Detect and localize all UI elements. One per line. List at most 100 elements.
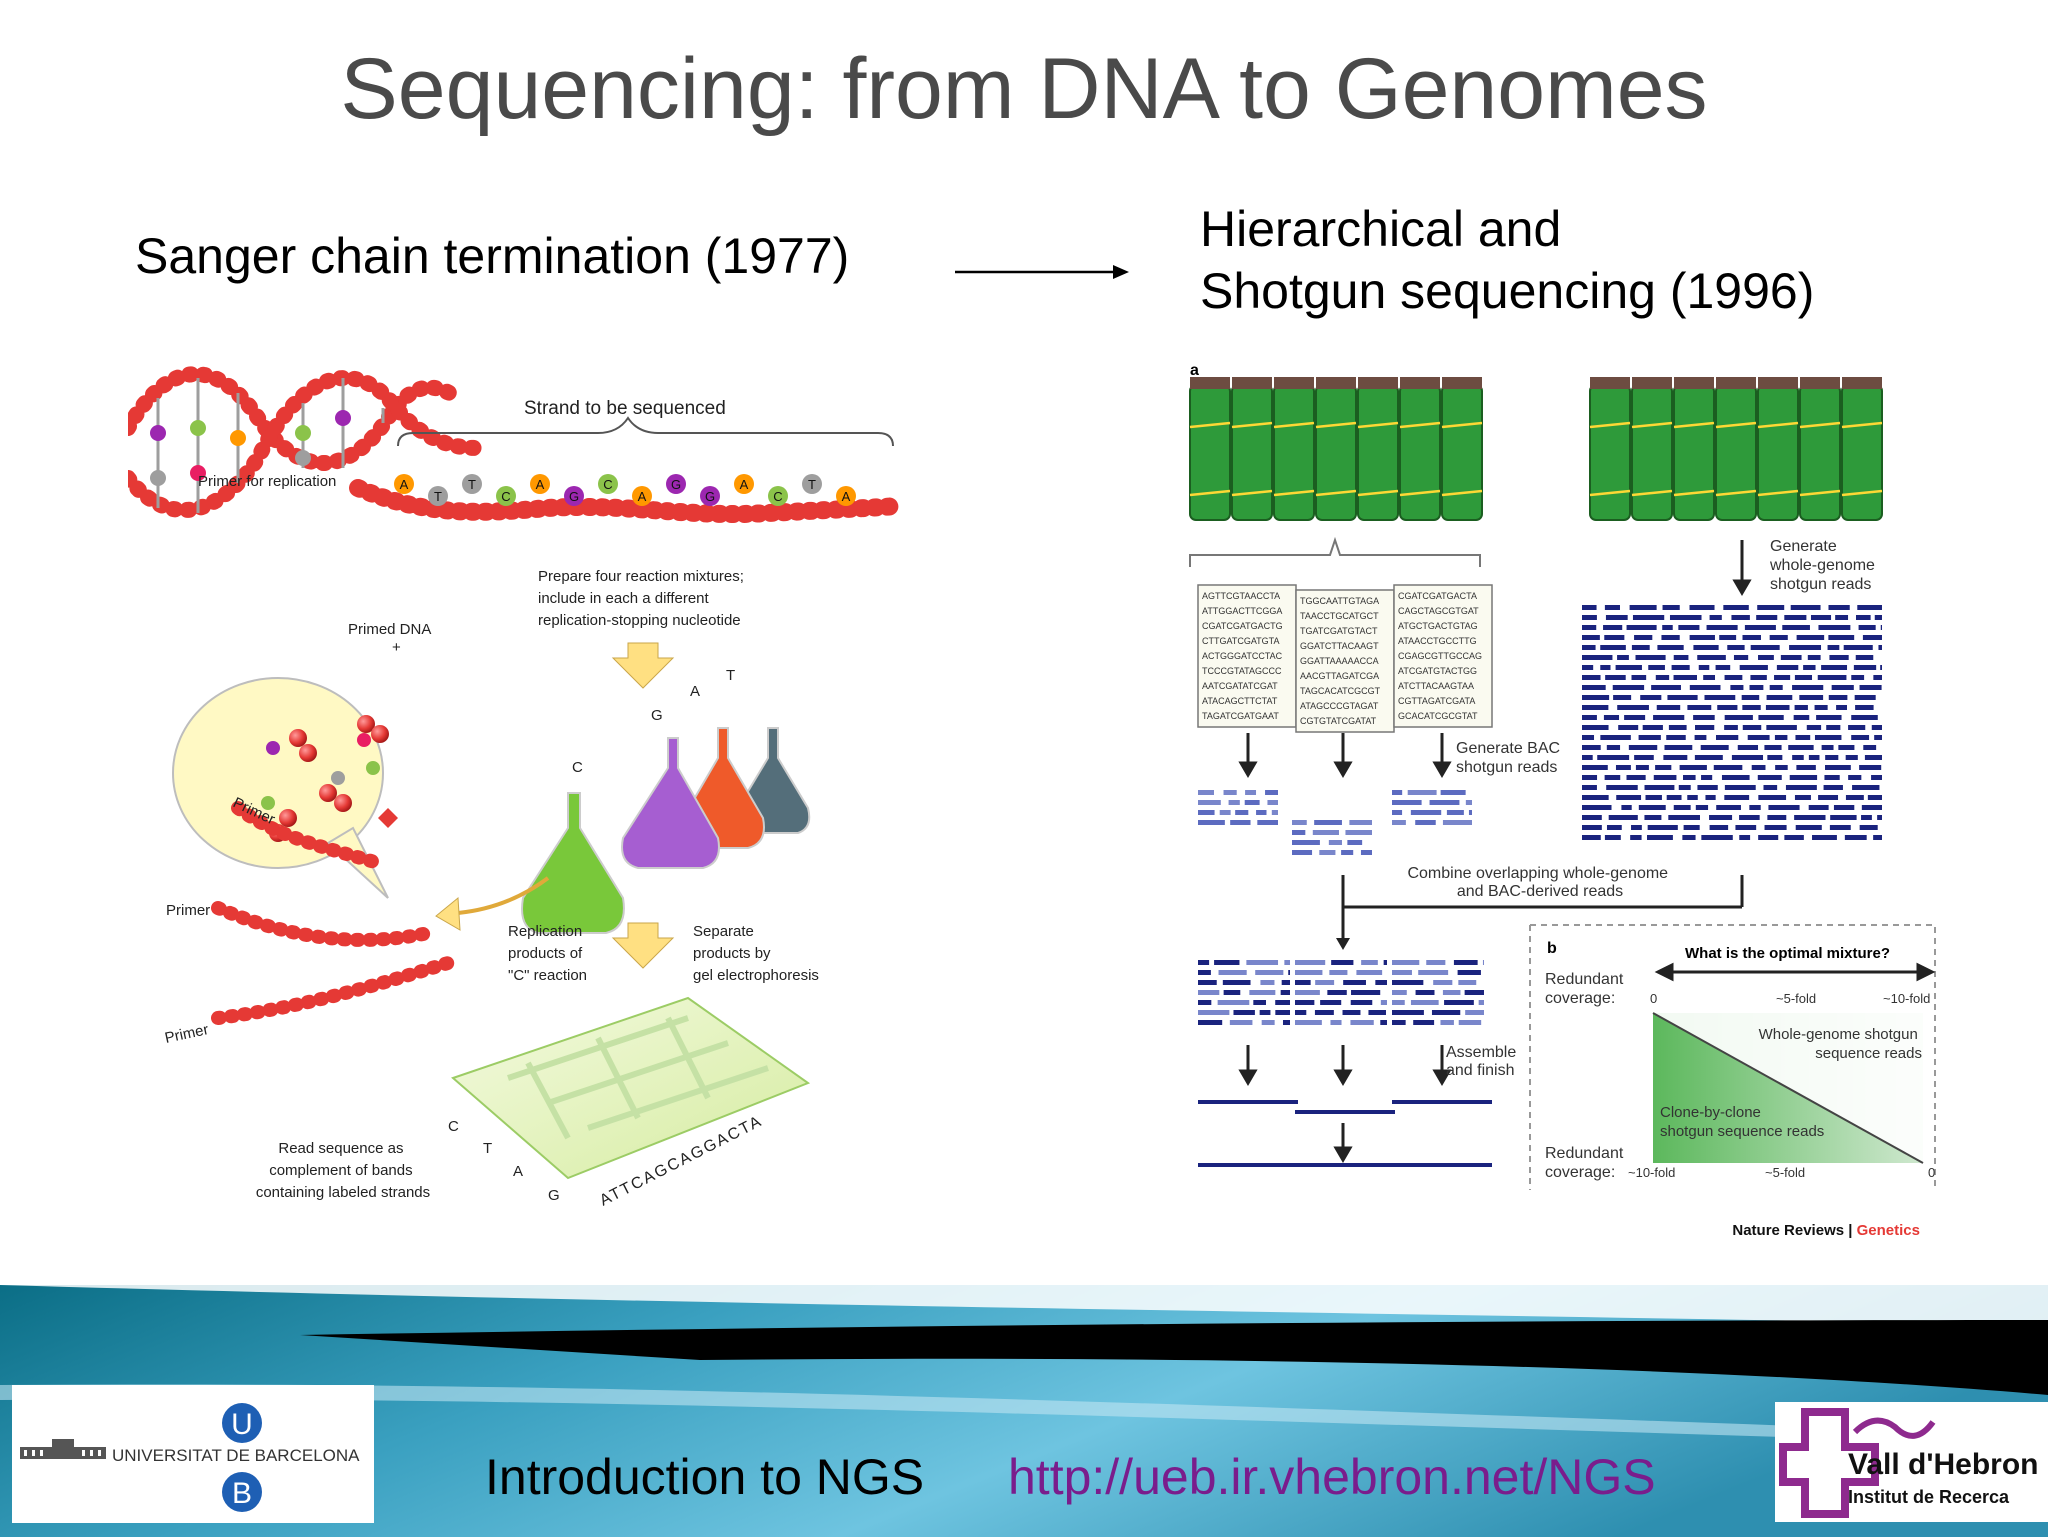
template-base-letter: G: [705, 489, 715, 504]
redundant-bottom: Redundant coverage:: [1545, 1145, 1628, 1181]
sequence-read: [1704, 695, 1736, 700]
sequence-read: [1862, 635, 1882, 640]
bac-sequence-line: CGTTAGATCGATA: [1398, 696, 1475, 706]
sequence-read: [1582, 735, 1595, 740]
sequence-read: [1859, 765, 1882, 770]
sequence-read: [1694, 755, 1723, 760]
template-base-letter: T: [468, 477, 476, 492]
sequence-read: [1758, 795, 1787, 800]
sequence-read: [1703, 675, 1716, 680]
sequence-read: [1767, 815, 1787, 820]
sequence-read: [1292, 850, 1313, 855]
sequence-read: [1392, 810, 1403, 815]
bac-sequence-line: AATCGATATCGAT: [1202, 681, 1278, 691]
template-base-bead: [802, 474, 822, 494]
sequence-read: [1267, 800, 1278, 805]
sequence-read: [1855, 615, 1871, 620]
sequence-read: [1706, 625, 1738, 630]
sequence-read: [1265, 790, 1278, 795]
sequence-read: [1582, 615, 1597, 620]
sequence-read: [1695, 725, 1715, 730]
sequence-read: [1789, 775, 1818, 780]
sequence-read: [1314, 820, 1342, 825]
sequence-read: [1295, 970, 1323, 975]
sequence-read: [1465, 1010, 1484, 1015]
mixed-reads: [1198, 960, 1484, 1025]
sequence-read: [1380, 1000, 1387, 1005]
bac-sequence-line: AACGTTAGATCGA: [1300, 671, 1379, 681]
genome-book: [1757, 384, 1799, 521]
sequence-read: [1792, 685, 1824, 690]
template-bases: ATTCAGCAGGACTA: [394, 474, 856, 506]
sequence-read: [1828, 635, 1855, 640]
sequence-read: [1828, 605, 1850, 610]
genome-book: [1631, 384, 1673, 521]
sequence-read: [1582, 605, 1597, 610]
sequence-read: [1331, 960, 1354, 965]
bac-sequence-line: GGATCTTACAAGT: [1300, 641, 1379, 651]
sequence-read: [1861, 805, 1882, 810]
sequence-read: [1626, 775, 1646, 780]
sequence-read: [1713, 765, 1743, 770]
primed-dna-label: Primed DNA: [348, 621, 431, 638]
book-band: [1757, 489, 1799, 497]
sequence-read: [1256, 810, 1267, 815]
ub-name: UNIVERSITAT DE BARCELONA: [112, 1446, 360, 1465]
sequence-read: [1343, 980, 1366, 985]
sequence-read: [1640, 695, 1662, 700]
sequence-read: [1689, 635, 1715, 640]
sequence-read: [1582, 765, 1608, 770]
sequence-read: [1600, 665, 1611, 670]
sequence-read: [1647, 835, 1673, 840]
sequence-read: [1679, 765, 1707, 770]
sequence-read: [1429, 800, 1460, 805]
genome-book: [1841, 384, 1883, 521]
sequence-read: [1874, 615, 1882, 620]
sequence-read: [1407, 790, 1437, 795]
sequence-read: [1582, 775, 1598, 780]
sequence-read: [1223, 990, 1241, 995]
sequence-read: [1616, 795, 1642, 800]
sequence-read: [1198, 800, 1221, 805]
ub-logo: UNIVERSITAT DE BARCELONA U B: [12, 1385, 374, 1523]
book-band: [1589, 489, 1631, 497]
template-base-bead: [428, 486, 448, 506]
sequence-read: [1749, 685, 1764, 690]
sequence-read: [1731, 755, 1764, 760]
template-base-letter: A: [638, 489, 647, 504]
sequence-read: [1721, 775, 1750, 780]
sequence-read: [1440, 790, 1466, 795]
template-base-bead: [768, 486, 788, 506]
template-base-bead: [836, 486, 856, 506]
sequence-read: [1795, 825, 1822, 830]
sequence-read: [1739, 835, 1751, 840]
bac-sequence-line: CAGCTAGCGTGAT: [1398, 606, 1479, 616]
sequence-read: [1653, 715, 1685, 720]
sequence-read: [1656, 705, 1681, 710]
book-band: [1441, 421, 1483, 429]
separate-text: Separate products by gel electrophoresis: [693, 923, 819, 984]
sequence-read: [1644, 785, 1675, 790]
sequence-read: [1261, 1020, 1275, 1025]
top-tick-0: 0: [1650, 991, 1657, 1006]
genome-book: [1273, 384, 1315, 521]
books-right: [1589, 377, 1883, 521]
sequence-read: [1757, 775, 1782, 780]
book-band: [1673, 421, 1715, 429]
sequence-read: [1678, 785, 1691, 790]
sequence-read: [1816, 715, 1842, 720]
bac-sequence-line: CGTGTATCGATAT: [1300, 716, 1377, 726]
bac-sequence-line: ACTGGGATCCTAC: [1202, 651, 1283, 661]
sequence-read: [1198, 820, 1225, 825]
book-band: [1841, 489, 1883, 497]
footer-url[interactable]: http://ueb.ir.vhebron.net/NGS: [1008, 1449, 1656, 1505]
vh-sub: Institut de Recerca: [1848, 1487, 2010, 1507]
sequence-read: [1821, 745, 1834, 750]
sequence-read: [1645, 795, 1662, 800]
sequence-read: [1750, 675, 1767, 680]
sequence-read: [1671, 665, 1690, 670]
shotgun-heading-line1: Hierarchical and: [1200, 201, 1562, 257]
bac-sequence-line: ATAACCTGCCTTG: [1398, 636, 1477, 646]
sequence-read: [1356, 970, 1383, 975]
sequence-read: [1229, 1020, 1253, 1025]
